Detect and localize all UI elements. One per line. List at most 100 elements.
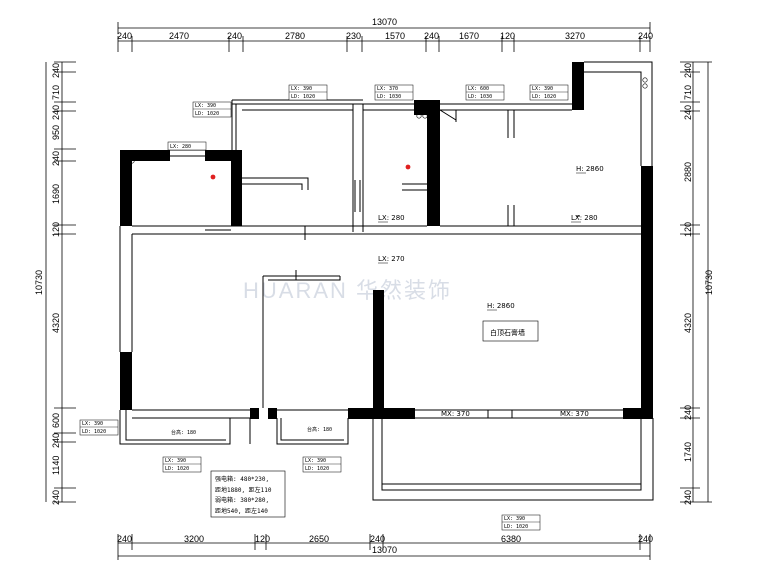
left-dim-11: 240 bbox=[51, 490, 61, 505]
window-tag-5: LX: 390 LD: 1020 bbox=[529, 84, 569, 101]
right-dim-4: 120 bbox=[683, 222, 693, 237]
svg-text:LD: 1020: LD: 1020 bbox=[165, 466, 189, 472]
white-wall-label: 白顶石膏墙 bbox=[490, 328, 525, 337]
bottom-dim-1: 3200 bbox=[184, 534, 204, 544]
top-dim-9: 3270 bbox=[565, 31, 585, 41]
right-dimension-chain: 10730 240 710 240 2880 120 4320 240 1740… bbox=[680, 61, 714, 505]
svg-text:LX: 390: LX: 390 bbox=[504, 516, 525, 522]
note-line-3: 距地540, 距左140 bbox=[215, 507, 268, 515]
bottom-dim-5: 6380 bbox=[501, 534, 521, 544]
svg-text:LD: 1030: LD: 1030 bbox=[468, 94, 492, 100]
beam-label: MX: 370 bbox=[441, 410, 470, 418]
bottom-dim-6: 240 bbox=[638, 534, 653, 544]
white-wall-label-box: 白顶石膏墙 bbox=[482, 320, 539, 342]
right-dim-2: 240 bbox=[683, 105, 693, 120]
svg-text:LD: 1020: LD: 1020 bbox=[82, 429, 106, 435]
left-dim-3: 950 bbox=[51, 125, 61, 140]
ceiling-height-label: H: 2860 bbox=[487, 302, 515, 310]
light-point-icon bbox=[405, 164, 411, 170]
electrical-box-note: 强电箱: 480*230, 距地1880, 距左110 弱电箱: 380*280… bbox=[210, 470, 286, 518]
top-dim-3: 2780 bbox=[285, 31, 305, 41]
bottom-dim-2: 120 bbox=[255, 534, 270, 544]
right-dim-3: 2880 bbox=[683, 162, 693, 182]
bottom-dim-3: 2650 bbox=[309, 534, 329, 544]
svg-text:LX: 600: LX: 600 bbox=[468, 86, 489, 92]
window-tag-6: LX: 280 bbox=[167, 141, 207, 151]
left-dimension-chain: 10730 240 710 240 950 240 1690 120 4320 … bbox=[34, 61, 76, 505]
left-dim-9: 240 bbox=[51, 433, 61, 448]
right-dim-8: 240 bbox=[683, 490, 693, 505]
top-dim-5: 1570 bbox=[385, 31, 405, 41]
plan-labels: H: 2860 H: 2860 LX: 280 LX: 280 LX: 270 … bbox=[171, 165, 604, 518]
top-dim-4: 230 bbox=[346, 31, 361, 41]
svg-text:LD: 1020: LD: 1020 bbox=[291, 94, 315, 100]
top-dimension-chain: 13070 240 2470 240 2780 230 1570 240 167… bbox=[117, 17, 653, 52]
counter-height-label: 台高: 180 bbox=[171, 429, 196, 436]
top-total-dimension: 13070 bbox=[372, 17, 397, 27]
right-dim-1: 710 bbox=[683, 85, 693, 100]
bottom-total-dimension: 13070 bbox=[372, 545, 397, 555]
bottom-dim-4: 240 bbox=[370, 534, 385, 544]
solid-walls bbox=[120, 62, 653, 419]
top-dim-7: 1670 bbox=[459, 31, 479, 41]
left-dim-8: 600 bbox=[51, 413, 61, 428]
beam-label: LX: 280 bbox=[571, 214, 598, 222]
left-total-dimension: 10730 bbox=[34, 270, 44, 295]
svg-text:LX: 390: LX: 390 bbox=[291, 86, 312, 92]
window-tag-10: LX: 390 LD: 1020 bbox=[501, 514, 541, 531]
left-dim-6: 120 bbox=[51, 222, 61, 237]
beam-label: MX: 370 bbox=[560, 410, 589, 418]
top-dim-0: 240 bbox=[117, 31, 132, 41]
left-dim-10: 1140 bbox=[51, 456, 61, 475]
svg-text:LX: 390: LX: 390 bbox=[195, 103, 216, 109]
left-dim-2: 240 bbox=[51, 105, 61, 120]
svg-text:LD: 1030: LD: 1030 bbox=[377, 94, 401, 100]
top-dim-6: 240 bbox=[424, 31, 439, 41]
right-dim-6: 240 bbox=[683, 405, 693, 420]
svg-text:LD: 1020: LD: 1020 bbox=[532, 94, 556, 100]
right-dim-5: 4320 bbox=[683, 313, 693, 333]
right-dim-7: 1740 bbox=[683, 442, 693, 462]
window-tags: LX: 390 LD: 1020 LX: 390 LD: 1020 LX: 37… bbox=[79, 84, 569, 531]
left-dim-7: 4320 bbox=[51, 313, 61, 333]
left-dim-4: 240 bbox=[51, 151, 61, 166]
window-tag-9: LX: 390 LD: 1020 bbox=[302, 456, 342, 473]
bottom-dim-0: 240 bbox=[117, 534, 132, 544]
note-line-2: 弱电箱: 380*280, bbox=[215, 496, 269, 504]
note-line-1: 距地1880, 距左110 bbox=[215, 486, 272, 494]
watermark-text: HUARAN 华然装饰 bbox=[243, 278, 452, 303]
window-tag-1: LX: 390 LD: 1020 bbox=[192, 101, 232, 118]
light-point-icon bbox=[210, 174, 216, 180]
top-dim-10: 240 bbox=[638, 31, 653, 41]
svg-text:LX: 370: LX: 370 bbox=[377, 86, 398, 92]
svg-text:LX: 390: LX: 390 bbox=[305, 458, 326, 464]
window-tag-3: LX: 370 LD: 1030 bbox=[374, 84, 414, 101]
left-dim-1: 710 bbox=[51, 85, 61, 100]
ceiling-height-label: H: 2860 bbox=[576, 165, 604, 173]
svg-text:LX: 390: LX: 390 bbox=[165, 458, 186, 464]
svg-text:LX: 390: LX: 390 bbox=[82, 421, 103, 427]
window-tag-4: LX: 600 LD: 1030 bbox=[465, 84, 505, 101]
note-line-0: 强电箱: 480*230, bbox=[215, 475, 269, 483]
counter-height-label: 台高: 180 bbox=[307, 426, 332, 433]
wall-outlines bbox=[119, 61, 654, 501]
svg-text:LD: 1020: LD: 1020 bbox=[305, 466, 329, 472]
left-dim-5: 1690 bbox=[51, 184, 61, 204]
top-dim-1: 2470 bbox=[169, 31, 189, 41]
socket-markers bbox=[123, 77, 648, 180]
beam-label: LX: 280 bbox=[378, 214, 405, 222]
beam-label: LX: 270 bbox=[378, 255, 405, 263]
right-dim-0: 240 bbox=[683, 63, 693, 78]
svg-text:LX: 280: LX: 280 bbox=[170, 144, 191, 150]
top-dim-2: 240 bbox=[227, 31, 242, 41]
left-dim-0: 240 bbox=[51, 63, 61, 78]
right-total-dimension: 10730 bbox=[704, 270, 714, 295]
svg-text:LD: 1020: LD: 1020 bbox=[504, 524, 528, 530]
svg-text:LX: 390: LX: 390 bbox=[532, 86, 553, 92]
svg-text:LD: 1020: LD: 1020 bbox=[195, 111, 219, 117]
window-tag-2: LX: 390 LD: 1020 bbox=[288, 84, 328, 101]
top-dim-8: 120 bbox=[500, 31, 515, 41]
bottom-dimension-chain: 240 3200 120 2650 240 6380 240 13070 bbox=[117, 534, 653, 560]
window-tag-7: LX: 390 LD: 1020 bbox=[79, 419, 119, 436]
